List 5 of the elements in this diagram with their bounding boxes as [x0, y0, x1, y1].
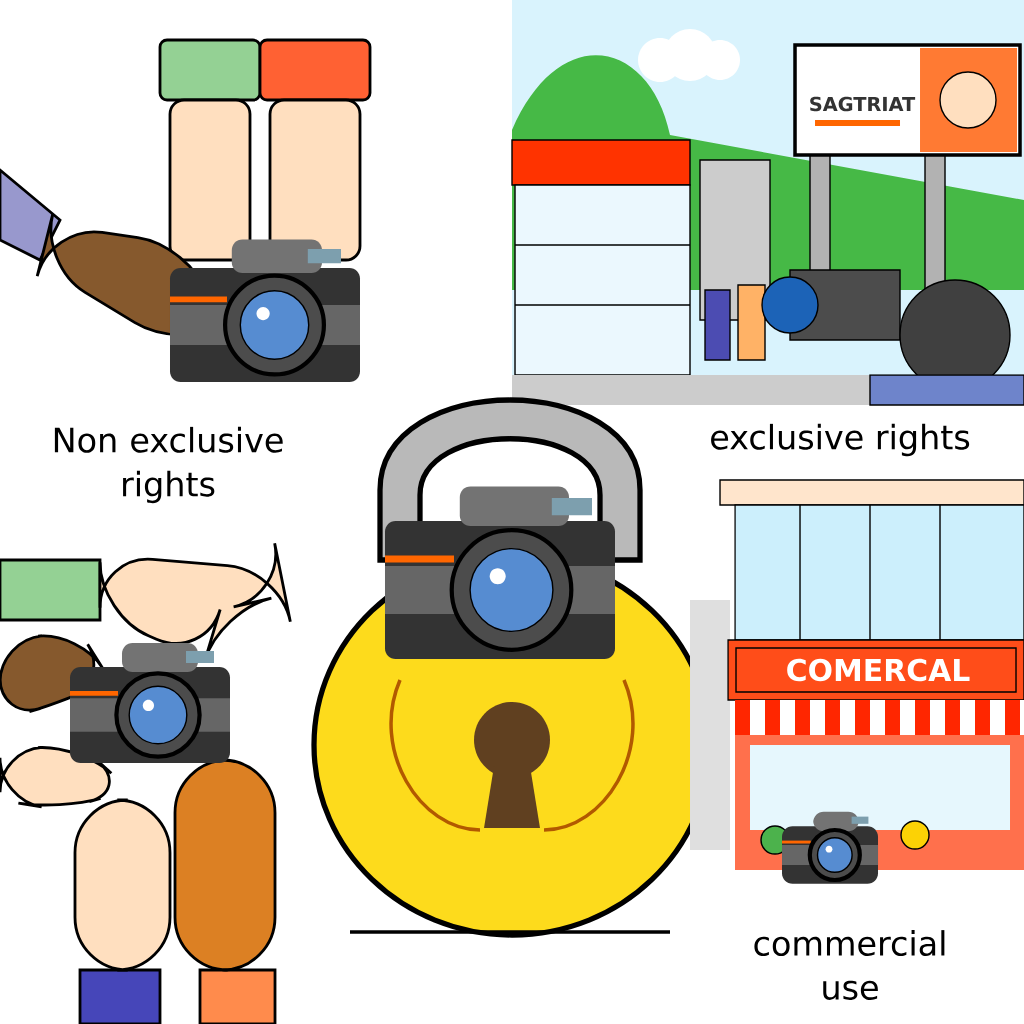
caption-text: commercial use	[754, 930, 945, 1000]
billboard-text: SAGTRIAT	[810, 96, 916, 112]
caption-text: Non exclusive rights	[54, 426, 283, 504]
caption-text: exclusive rights	[711, 423, 970, 457]
shop-sign-text: COMERCAL	[787, 658, 970, 682]
